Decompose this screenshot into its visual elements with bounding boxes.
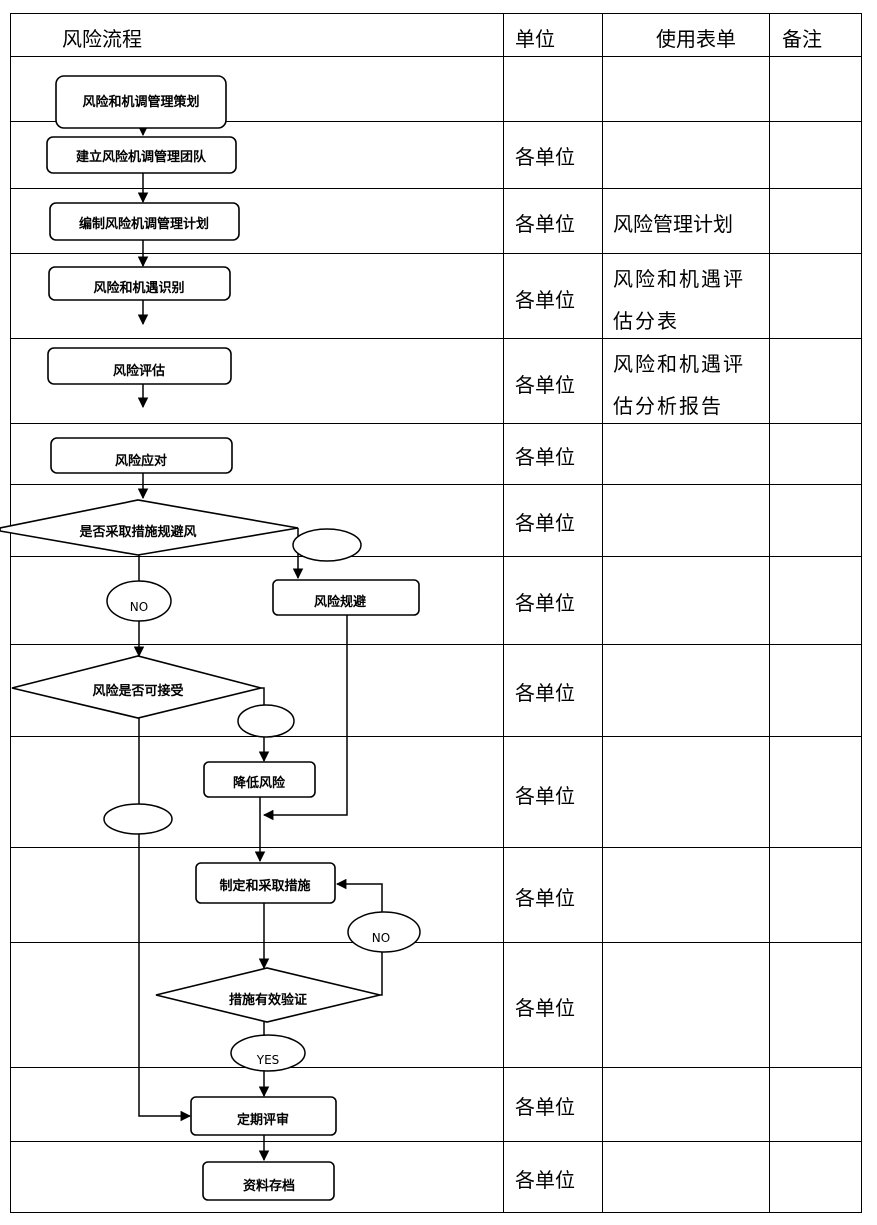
connector-yes-label: YES [256,1053,280,1067]
unit-cell: 各单位 [515,996,575,1020]
connector-oval [347,911,421,953]
step-assess-label: 风险评估 [113,363,165,379]
step-measures-label: 制定和采取措施 [219,878,310,894]
step-schedule-box [49,202,240,241]
connector-oval [106,580,172,622]
step-review-label: 定期评审 [236,1112,289,1128]
flow-arrow [262,615,348,821]
step-archive-box [202,1161,335,1201]
step-plan-label: 风险和机调管理策划 [82,94,199,110]
step-review-box [190,1096,337,1136]
step-plan-box [55,75,227,129]
step-team-box [46,136,237,174]
step-respond-label: 风险应对 [115,453,167,469]
connector-oval [230,1034,306,1072]
unit-cell: 各单位 [515,445,575,469]
form-cell: 风险和机遇评估分表 [613,267,745,333]
unit-cell: 各单位 [515,1168,575,1192]
connector-oval [103,803,173,835]
header-form: 使用表单 [656,27,736,51]
unit-cell: 各单位 [515,288,575,312]
header-unit: 单位 [515,27,555,51]
decision-accept-diamond [11,655,262,719]
header-note: 备注 [782,27,822,51]
step-identify-box [48,266,231,301]
decision-avoid-diamond [0,499,299,556]
step-assess-box [47,347,232,385]
header-flow: 风险流程 [62,27,142,51]
connector-no-label: NO [372,931,390,945]
unit-cell: 各单位 [515,373,575,397]
form-cell: 风险和机遇评估分析报告 [613,352,745,418]
unit-cell: 各单位 [515,145,575,169]
flow-arrow [138,834,192,1122]
step-team-label: 建立风险机调管理团队 [76,149,207,165]
unit-cell: 各单位 [515,681,575,705]
decision-avoid-label: 是否采取措施规避风 [78,524,196,540]
step-archive-label: 资料存档 [243,1178,295,1194]
connector-oval [237,704,295,738]
step-identify-label: 风险和机遇识别 [93,280,184,296]
decision-accept-label: 风险是否可接受 [92,683,183,699]
connector-oval [292,528,362,562]
step-measures-box [195,862,336,904]
step-respond-box [50,437,233,474]
step-reduce-label: 降低风险 [233,775,286,791]
step-reduce-box [203,761,316,798]
unit-cell: 各单位 [515,1095,575,1119]
step-avoid-box [272,579,420,616]
form-cell: 风险管理计划 [613,212,733,236]
decision-verify-diamond [155,967,381,1023]
step-schedule-label: 编制风险机调管理计划 [79,216,209,232]
decision-verify-label: 措施有效验证 [229,992,307,1008]
unit-cell: 各单位 [515,212,575,236]
unit-cell: 各单位 [515,784,575,808]
unit-cell: 各单位 [515,511,575,535]
connector-no-label: NO [130,600,148,614]
unit-cell: 各单位 [515,591,575,615]
unit-cell: 各单位 [515,886,575,910]
step-avoid-label: 风险规避 [314,594,366,610]
